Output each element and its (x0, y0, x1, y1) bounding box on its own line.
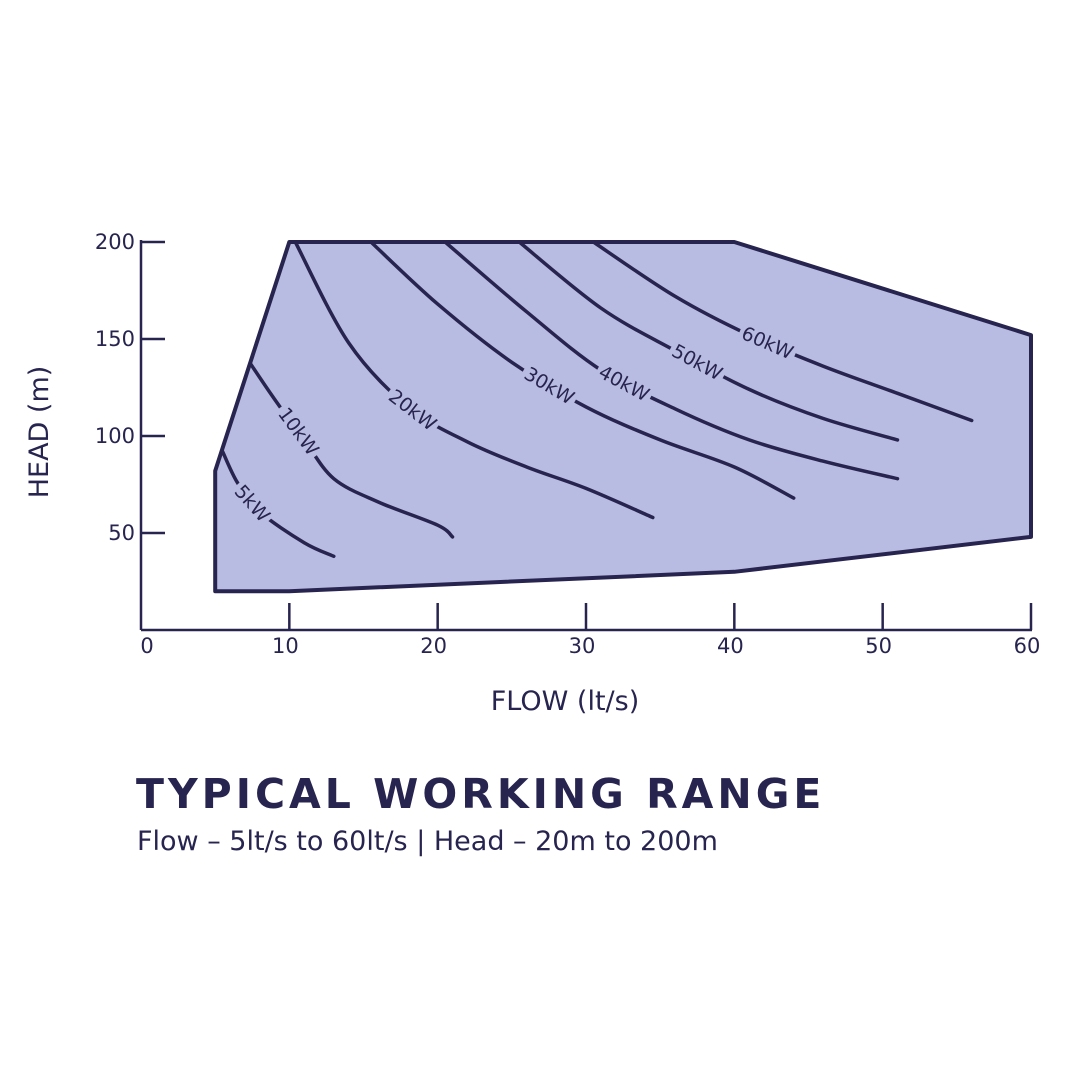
power-curve-5kw (220, 449, 336, 559)
y-tick-label-50: 50 (108, 521, 135, 545)
x-tick-label-0: 0 (140, 634, 153, 658)
power-curves (220, 240, 974, 559)
x-tick-label-40: 40 (717, 634, 744, 658)
power-curve-30kw (369, 240, 796, 500)
y-axis-title: HEAD (m) (24, 366, 55, 499)
x-tick-label-60: 60 (1014, 634, 1041, 658)
power-curve-60kw (591, 240, 974, 423)
y-tick-label-100: 100 (95, 424, 135, 448)
power-curve-10kw (249, 362, 455, 539)
x-tick-label-30: 30 (569, 634, 596, 658)
chart-caption-title: TYPICAL WORKING RANGE (136, 770, 826, 818)
working-range-area (213, 240, 1033, 594)
power-curve-50kw (517, 240, 900, 442)
y-tick-label-200: 200 (95, 230, 135, 254)
x-tick-label-20: 20 (420, 634, 447, 658)
power-curve-40kw (443, 240, 900, 481)
x-axis-title: FLOW (lt/s) (491, 686, 639, 717)
chart-caption-subtitle: Flow – 5lt/s to 60lt/s | Head – 20m to 2… (137, 826, 718, 857)
x-tick-label-10: 10 (272, 634, 299, 658)
y-tick-label-150: 150 (95, 327, 135, 351)
x-tick-label-50: 50 (865, 634, 892, 658)
power-curve-20kw (293, 240, 655, 520)
